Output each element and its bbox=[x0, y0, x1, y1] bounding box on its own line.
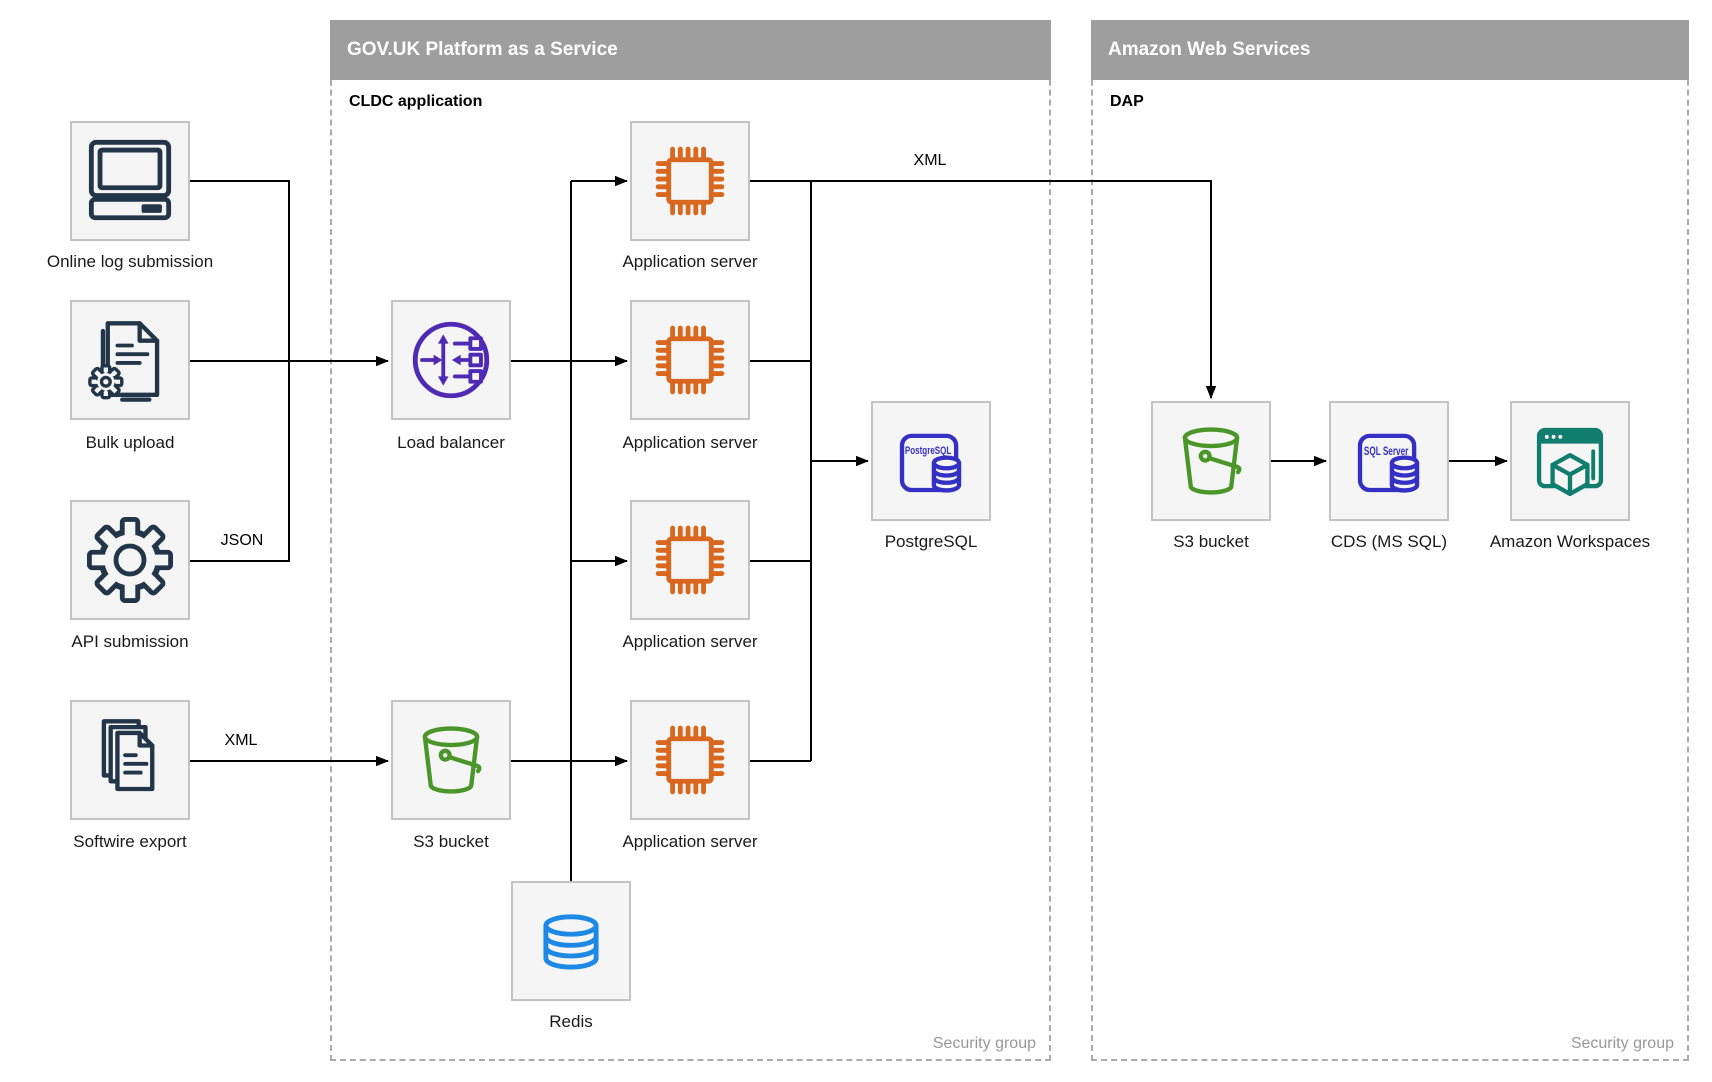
node-label: API submission bbox=[71, 632, 189, 651]
chip-icon bbox=[655, 725, 725, 795]
node-label: Amazon Workspaces bbox=[1489, 532, 1651, 551]
node-cds-mssql[interactable]: SQL Server bbox=[1329, 401, 1449, 521]
group-aws-security-label: Security group bbox=[1570, 1035, 1674, 1052]
postgresql-icon: PostgreSQL bbox=[899, 433, 962, 493]
node-s3-bucket-govuk[interactable] bbox=[391, 700, 511, 820]
group-aws-header[interactable]: Amazon Web Services bbox=[1091, 20, 1689, 80]
group-govuk-security-label: Security group bbox=[932, 1035, 1036, 1052]
chip-icon bbox=[655, 525, 725, 595]
node-label: CDS (MS SQL) bbox=[1330, 532, 1448, 551]
computer-icon bbox=[88, 139, 172, 221]
node-label: Application server bbox=[622, 433, 758, 452]
edge-label-xml-aws: XML bbox=[913, 152, 947, 169]
group-aws-sublabel: DAP bbox=[1110, 93, 1144, 110]
edge-label-xml-softwire: XML bbox=[224, 732, 258, 749]
workspaces-icon bbox=[1536, 427, 1604, 497]
group-govuk-paas: GOV.UK Platform as a Service CLDC applic… bbox=[330, 20, 1051, 1061]
s3-bucket-icon bbox=[1182, 427, 1242, 495]
group-govuk-sublabel: CLDC application bbox=[349, 93, 483, 110]
sql-server-icon-text: SQL Server bbox=[1364, 445, 1409, 458]
load-balancer-icon bbox=[412, 321, 490, 399]
node-amazon-workspaces[interactable] bbox=[1510, 401, 1630, 521]
group-govuk-header[interactable]: GOV.UK Platform as a Service bbox=[330, 20, 1051, 80]
node-load-balancer[interactable] bbox=[391, 300, 511, 420]
node-label: Softwire export bbox=[73, 832, 187, 851]
node-label: Online log submission bbox=[46, 252, 214, 271]
group-aws-title: Amazon Web Services bbox=[1108, 39, 1311, 60]
group-govuk-title: GOV.UK Platform as a Service bbox=[347, 39, 618, 60]
node-label: Application server bbox=[622, 632, 758, 651]
node-label: Bulk upload bbox=[85, 433, 175, 452]
node-online-log-submission[interactable] bbox=[70, 121, 190, 241]
documents-icon bbox=[101, 719, 155, 792]
document-gear-icon bbox=[88, 321, 160, 402]
sql-server-icon: SQL Server bbox=[1357, 433, 1420, 493]
chip-icon bbox=[655, 146, 725, 216]
node-application-server-4[interactable] bbox=[630, 700, 750, 820]
node-label: Application server bbox=[622, 252, 758, 271]
node-label: Load balancer bbox=[397, 433, 505, 452]
node-redis[interactable] bbox=[511, 881, 631, 1001]
node-label: Application server bbox=[622, 832, 758, 851]
gear-icon bbox=[86, 516, 174, 604]
node-softwire-export[interactable] bbox=[70, 700, 190, 820]
node-application-server-3[interactable] bbox=[630, 500, 750, 620]
edge-label-json: JSON bbox=[220, 532, 264, 549]
node-label: PostgreSQL bbox=[884, 532, 978, 551]
node-label: S3 bucket bbox=[1173, 532, 1249, 551]
chip-icon bbox=[655, 325, 725, 395]
group-aws: Amazon Web Services DAP Security group bbox=[1091, 20, 1689, 1061]
postgresql-icon-text: PostgreSQL bbox=[905, 445, 952, 457]
node-label: Redis bbox=[549, 1012, 593, 1031]
s3-bucket-icon bbox=[422, 726, 482, 794]
node-postgresql[interactable]: PostgreSQL bbox=[871, 401, 991, 521]
node-bulk-upload[interactable] bbox=[70, 300, 190, 420]
node-application-server-2[interactable] bbox=[630, 300, 750, 420]
node-label: S3 bucket bbox=[413, 832, 489, 851]
node-application-server-1[interactable] bbox=[630, 121, 750, 241]
node-api-submission[interactable] bbox=[70, 500, 190, 620]
database-icon bbox=[543, 914, 599, 970]
node-s3-bucket-aws[interactable] bbox=[1151, 401, 1271, 521]
